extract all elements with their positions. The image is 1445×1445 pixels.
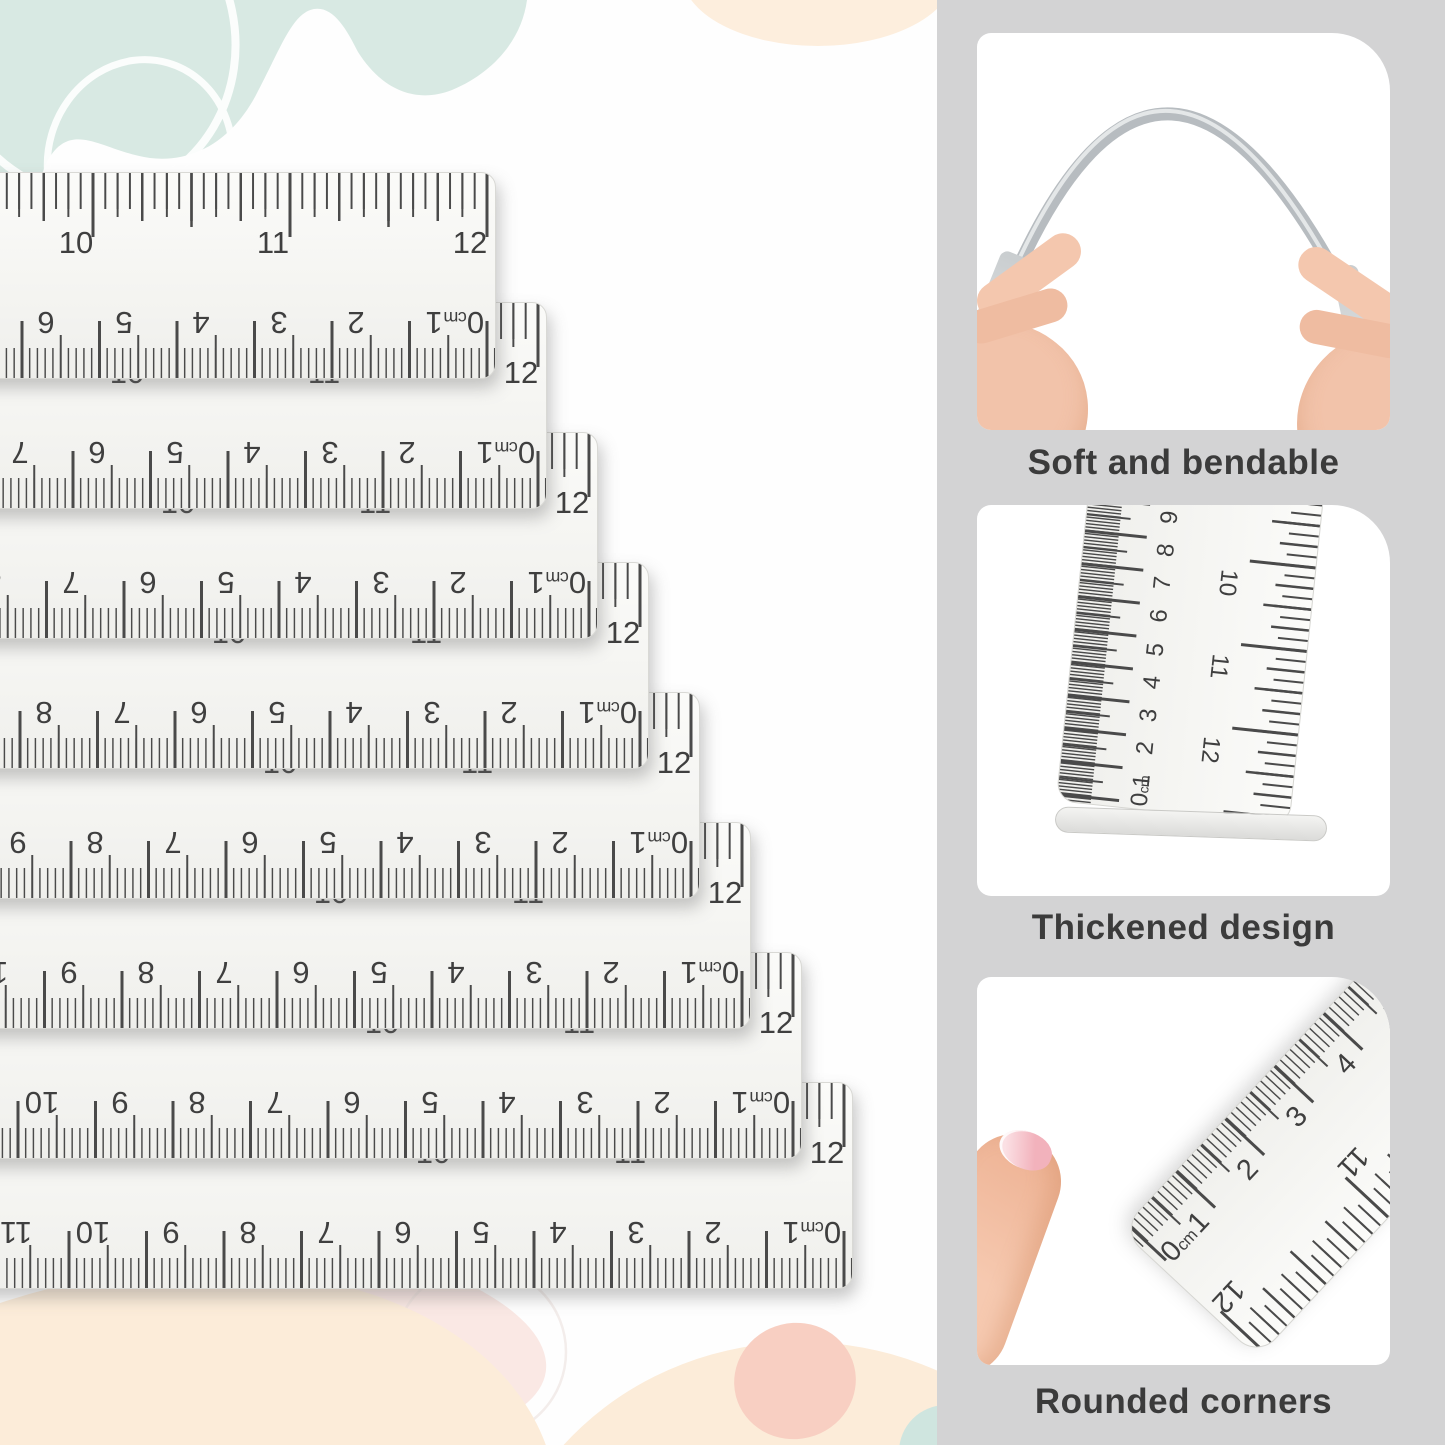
- inch-number: 12: [452, 225, 488, 260]
- feature-card-thickened-design: 1011120cm1234567891011: [977, 505, 1390, 896]
- inch-number: 10: [58, 225, 94, 260]
- inch-number: 12: [503, 355, 539, 390]
- cm-number: 9: [8, 825, 27, 860]
- inch-number: 11: [1330, 1140, 1375, 1185]
- peach-blob: [691, 0, 937, 46]
- cm-number: 10: [1156, 505, 1190, 536]
- inch-number: 12: [758, 1005, 794, 1040]
- mint-blob: [0, 0, 527, 330]
- thickness-demo-ruler: 1011120cm1234567891011: [1055, 505, 1335, 826]
- inch-number: 12: [707, 875, 743, 910]
- cm-number: 7: [10, 435, 29, 470]
- feature-caption-soft-and-bendable: Soft and bendable: [1027, 443, 1340, 482]
- feature-card-soft-and-bendable: [977, 33, 1390, 430]
- inch-number: 12: [1205, 1273, 1251, 1319]
- salmon-blob: [734, 1322, 856, 1440]
- inch-number: 12: [554, 485, 590, 520]
- stacked-ruler-1: 1011120cm1234567891011: [0, 172, 496, 379]
- cm-number: 9: [0, 697, 17, 728]
- teal-blob: [899, 1405, 937, 1445]
- feature-caption-rounded-corners: Rounded corners: [1034, 1382, 1333, 1421]
- cm-number: 10: [0, 955, 41, 990]
- bent-ruler-illustration: [995, 107, 1369, 332]
- inch-number: 11: [256, 225, 290, 260]
- feature-panel: Soft and bendable 1011120cm1234567891011…: [937, 0, 1445, 1445]
- inch-number: 12: [809, 1135, 845, 1170]
- decorative-blobs-bottom: [0, 1240, 937, 1445]
- corner-demo-ruler: 1011120cm1234567891011: [1120, 977, 1390, 1359]
- inch-number: 12: [656, 745, 692, 780]
- cream-blob: [0, 1268, 558, 1445]
- cream-blob: [563, 1342, 937, 1445]
- cm-number: 8: [0, 565, 43, 600]
- cm-number: 11: [0, 1087, 15, 1118]
- inch-number: 12: [1195, 735, 1226, 765]
- feature-card-rounded-corners: 1011120cm1234567891011: [977, 977, 1390, 1365]
- cm-number: 11: [0, 1215, 32, 1250]
- cm-number: 7: [0, 307, 19, 338]
- inch-number: 12: [605, 615, 641, 650]
- ruler-stack-scene: 1011120cm12345678910111011120cm123456789…: [0, 0, 937, 1445]
- feature-caption-thickened-design: Thickened design: [1031, 908, 1336, 947]
